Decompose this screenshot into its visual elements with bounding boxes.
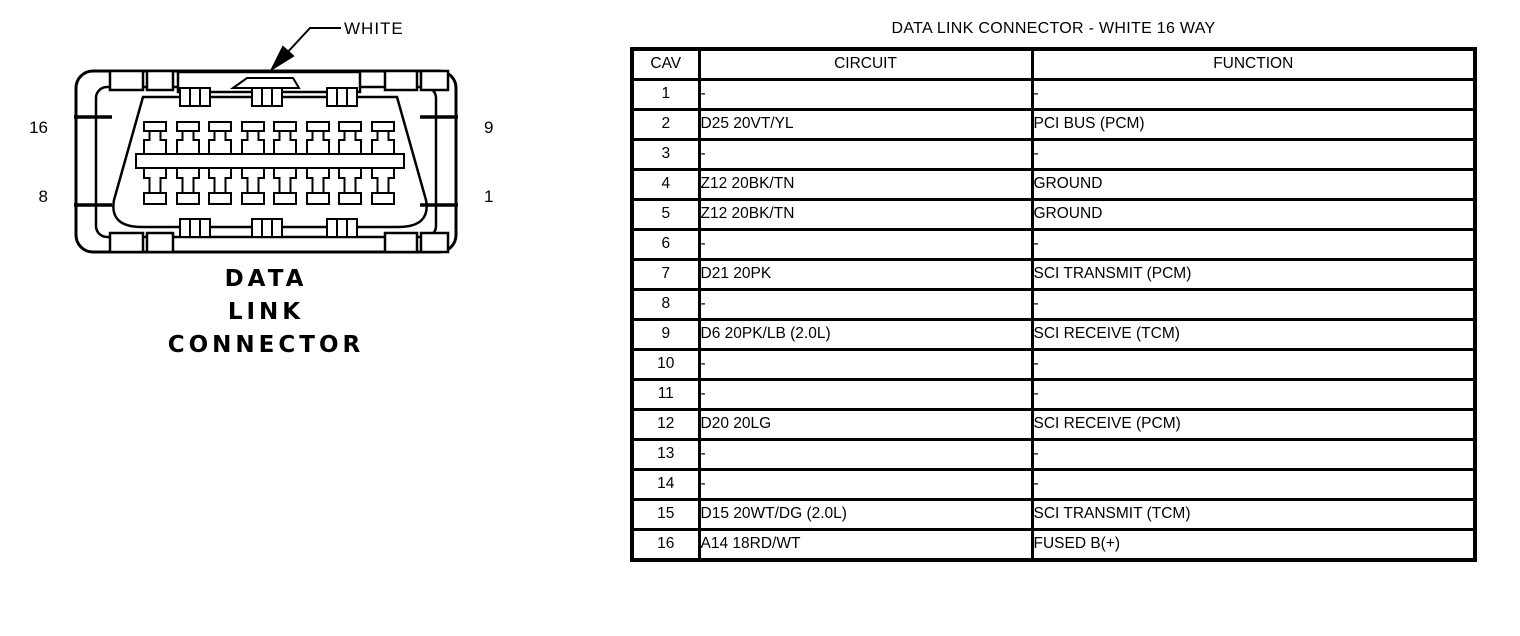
table-row: 11 - - (630, 378, 1477, 411)
caption-line: LINK (227, 299, 305, 325)
circuit-cell: D15 20WT/DG (2.0L) (697, 498, 1034, 531)
data-link-connector-figure: 16 8 9 1 WHITE DATA LINK CONNECTOR (0, 0, 520, 380)
circuit-cell: - (697, 378, 1034, 411)
function-cell: SCI RECEIVE (TCM) (1030, 318, 1477, 351)
connector-color-label: WHITE (344, 19, 404, 38)
pin-label-8: 8 (39, 187, 48, 206)
table-row: 14 - - (630, 468, 1477, 501)
callout-arrow-icon (269, 45, 295, 72)
function-cell: GROUND (1030, 198, 1477, 231)
circuit-cell: - (697, 228, 1034, 261)
function-cell: SCI TRANSMIT (PCM) (1030, 258, 1477, 291)
caption-line: CONNECTOR (167, 332, 365, 358)
cav-cell: 8 (630, 288, 701, 321)
table-row: 15 D15 20WT/DG (2.0L) SCI TRANSMIT (TCM) (630, 498, 1477, 531)
column-header-function: FUNCTION (1030, 47, 1477, 81)
figure-caption: DATA LINK CONNECTOR (116, 263, 416, 362)
table-row: 2 D25 20VT/YL PCI BUS (PCM) (630, 108, 1477, 141)
cav-cell: 2 (630, 108, 701, 141)
function-cell: - (1030, 288, 1477, 321)
connector-keying-tab (176, 70, 362, 94)
function-cell: - (1030, 438, 1477, 471)
function-cell: - (1030, 228, 1477, 261)
pin-label-9: 9 (484, 118, 493, 137)
cav-cell: 6 (630, 228, 701, 261)
cav-cell: 1 (630, 78, 701, 111)
circuit-cell: - (697, 468, 1034, 501)
table-row: 1 - - (630, 78, 1477, 111)
table-row: 8 - - (630, 288, 1477, 321)
connector-diagram-icon: 16 8 9 1 WHITE (29, 19, 493, 254)
table-row: 3 - - (630, 138, 1477, 171)
function-cell: SCI RECEIVE (PCM) (1030, 408, 1477, 441)
pinout-table: CAV CIRCUIT FUNCTION 1 - - 2 D25 20VT/YL… (630, 47, 1477, 562)
circuit-cell: D25 20VT/YL (697, 108, 1034, 141)
function-cell: SCI TRANSMIT (TCM) (1030, 498, 1477, 531)
cav-cell: 15 (630, 498, 701, 531)
table-row: 9 D6 20PK/LB (2.0L) SCI RECEIVE (TCM) (630, 318, 1477, 351)
function-cell: - (1030, 378, 1477, 411)
function-cell: - (1030, 468, 1477, 501)
circuit-cell: A14 18RD/WT (697, 528, 1034, 562)
white-color-callout: WHITE (269, 19, 404, 72)
function-cell: - (1030, 348, 1477, 381)
cav-cell: 11 (630, 378, 701, 411)
circuit-cell: - (697, 138, 1034, 171)
cav-cell: 4 (630, 168, 701, 201)
pin-label-1: 1 (484, 187, 493, 206)
terminal-center-bar (135, 153, 405, 169)
cav-cell: 7 (630, 258, 701, 291)
circuit-cell: - (697, 348, 1034, 381)
table-row: 7 D21 20PK SCI TRANSMIT (PCM) (630, 258, 1477, 291)
table-row: 16 A14 18RD/WT FUSED B(+) (630, 528, 1477, 562)
cav-cell: 12 (630, 408, 701, 441)
table-row: 13 - - (630, 438, 1477, 471)
cav-cell: 3 (630, 138, 701, 171)
function-cell: - (1030, 138, 1477, 171)
circuit-cell: D21 20PK (697, 258, 1034, 291)
table-row: 5 Z12 20BK/TN GROUND (630, 198, 1477, 231)
circuit-cell: Z12 20BK/TN (697, 198, 1034, 231)
circuit-cell: Z12 20BK/TN (697, 168, 1034, 201)
circuit-cell: - (697, 438, 1034, 471)
function-cell: PCI BUS (PCM) (1030, 108, 1477, 141)
circuit-cell: D6 20PK/LB (2.0L) (697, 318, 1034, 351)
shell-corner-tabs (108, 69, 450, 254)
table-title: DATA LINK CONNECTOR - WHITE 16 WAY (891, 20, 1216, 37)
column-header-circuit: CIRCUIT (697, 47, 1034, 81)
column-header-cav: CAV (630, 47, 701, 81)
cav-cell: 9 (630, 318, 701, 351)
table-row: 10 - - (630, 348, 1477, 381)
table-row: 12 D20 20LG SCI RECEIVE (PCM) (630, 408, 1477, 441)
pin-index-ticks (74, 115, 458, 207)
cav-cell: 16 (630, 528, 701, 562)
function-cell: GROUND (1030, 168, 1477, 201)
cav-cell: 13 (630, 438, 701, 471)
cav-cell: 14 (630, 468, 701, 501)
pin-label-16: 16 (29, 118, 48, 137)
circuit-cell: - (697, 288, 1034, 321)
function-cell: - (1030, 78, 1477, 111)
circuit-cell: - (697, 78, 1034, 111)
table-header-row: CAV CIRCUIT FUNCTION (630, 47, 1477, 81)
table-row: 4 Z12 20BK/TN GROUND (630, 168, 1477, 201)
table-row: 6 - - (630, 228, 1477, 261)
circuit-cell: D20 20LG (697, 408, 1034, 441)
cav-cell: 10 (630, 348, 701, 381)
cav-cell: 5 (630, 198, 701, 231)
caption-line: DATA (224, 266, 308, 292)
function-cell: FUSED B(+) (1030, 528, 1477, 562)
